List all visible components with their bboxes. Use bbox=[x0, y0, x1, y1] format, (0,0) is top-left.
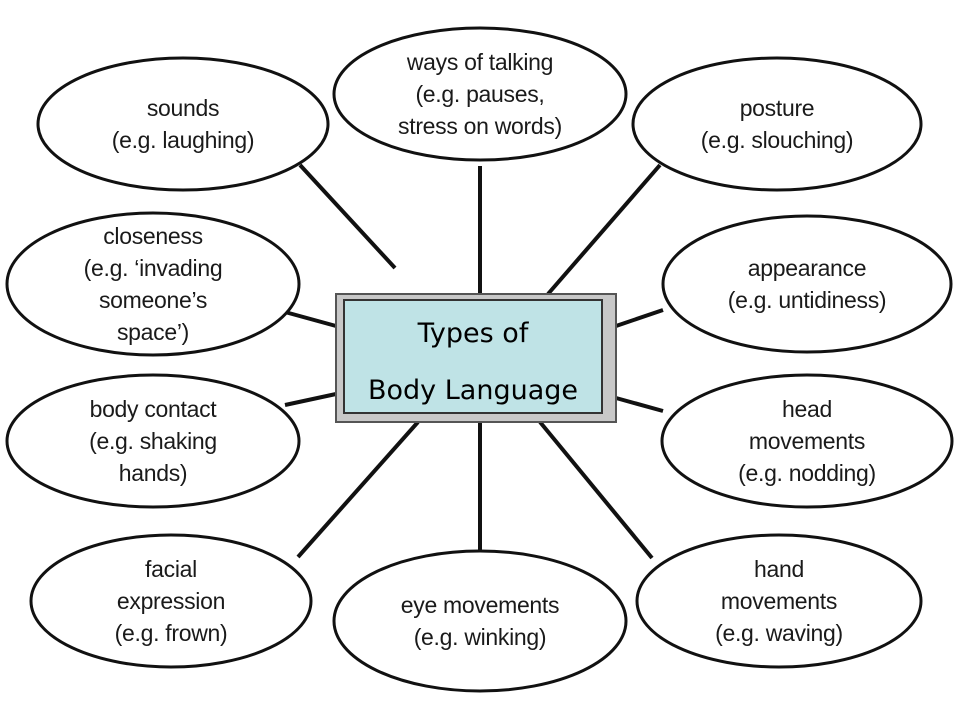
node-eye-movements: eye movements (e.g. winking) bbox=[332, 549, 628, 693]
facial-expression-text-line: (e.g. frown) bbox=[115, 620, 228, 646]
center-box: Types of Body Language bbox=[335, 293, 617, 423]
node-hand-movements: hand movements (e.g. waving) bbox=[635, 533, 923, 669]
hand-movements-ellipse bbox=[635, 533, 923, 669]
posture-text-line: (e.g. slouching) bbox=[701, 127, 853, 153]
posture-ellipse bbox=[631, 56, 923, 192]
closeness-text-line: someone’s bbox=[99, 287, 207, 313]
facial-expression-text-line: expression bbox=[117, 588, 225, 614]
posture-text-line: posture bbox=[740, 95, 815, 121]
sounds-text-line: (e.g. laughing) bbox=[112, 127, 255, 153]
hand-movements-text-line: movements bbox=[721, 588, 837, 614]
posture-connector bbox=[546, 163, 662, 296]
head-movements-text-line: (e.g. nodding) bbox=[738, 460, 876, 486]
appearance-text-line: (e.g. untidiness) bbox=[728, 287, 887, 313]
head-movements-text-line: movements bbox=[749, 428, 865, 454]
node-facial-expression: facial expression (e.g. frown) bbox=[29, 533, 313, 669]
eye-movements-text-line: eye movements bbox=[401, 592, 559, 618]
body-contact-text-line: body contact bbox=[90, 396, 218, 422]
sounds-connector bbox=[298, 163, 397, 270]
hand-movements-connector bbox=[538, 420, 654, 560]
ways-of-talking-text-line: (e.g. pauses, bbox=[415, 81, 544, 107]
sounds-ellipse bbox=[36, 56, 330, 192]
closeness-text-line: space’) bbox=[117, 319, 189, 345]
facial-expression-connector bbox=[296, 420, 420, 559]
center-title-line-1: Types of bbox=[417, 318, 530, 349]
hand-movements-text-line: (e.g. waving) bbox=[715, 620, 843, 646]
ways-of-talking-text-line: stress on words) bbox=[398, 113, 562, 139]
closeness-text-line: closeness bbox=[103, 223, 203, 249]
body-contact-text-line: hands) bbox=[119, 460, 188, 486]
node-body-contact: body contact (e.g. shaking hands) bbox=[5, 373, 301, 509]
body-contact-text-line: (e.g. shaking bbox=[89, 428, 217, 454]
node-posture: posture (e.g. slouching) bbox=[631, 56, 923, 192]
body-contact-connector bbox=[284, 392, 337, 407]
connector-lines bbox=[284, 163, 664, 560]
head-movements-connector bbox=[615, 396, 664, 413]
center-title-line-2: Body Language bbox=[368, 375, 578, 406]
appearance-text-line: appearance bbox=[748, 255, 867, 281]
closeness-connector bbox=[284, 310, 337, 328]
hand-movements-text-line: hand bbox=[754, 556, 804, 582]
body-contact-ellipse bbox=[5, 373, 301, 509]
ways-of-talking-ellipse bbox=[332, 26, 628, 162]
sounds-text-line: sounds bbox=[147, 95, 219, 121]
head-movements-ellipse bbox=[660, 373, 954, 509]
node-closeness: closeness (e.g. ‘invading someone’s space’) bbox=[5, 211, 301, 357]
center-box-panel bbox=[343, 299, 603, 414]
ways-of-talking-text-line: ways of talking bbox=[406, 49, 553, 75]
appearance-connector bbox=[615, 308, 664, 328]
eye-movements-text-line: (e.g. winking) bbox=[414, 624, 547, 650]
eye-movements-ellipse bbox=[332, 549, 628, 693]
node-head-movements: head movements (e.g. nodding) bbox=[660, 373, 954, 509]
category-nodes: ways of talking (e.g. pauses, stress on wo… bbox=[5, 26, 954, 693]
node-appearance: appearance (e.g. untidiness) bbox=[661, 214, 953, 354]
closeness-text-line: (e.g. ‘invading bbox=[84, 255, 223, 281]
head-movements-text-line: head bbox=[782, 396, 832, 422]
appearance-ellipse bbox=[661, 214, 953, 354]
facial-expression-text-line: facial bbox=[145, 556, 197, 582]
node-ways-of-talking: ways of talking (e.g. pauses, stress on wo… bbox=[332, 26, 628, 162]
closeness-ellipse bbox=[5, 211, 301, 357]
node-sounds: sounds (e.g. laughing) bbox=[36, 56, 330, 192]
facial-expression-ellipse bbox=[29, 533, 313, 669]
